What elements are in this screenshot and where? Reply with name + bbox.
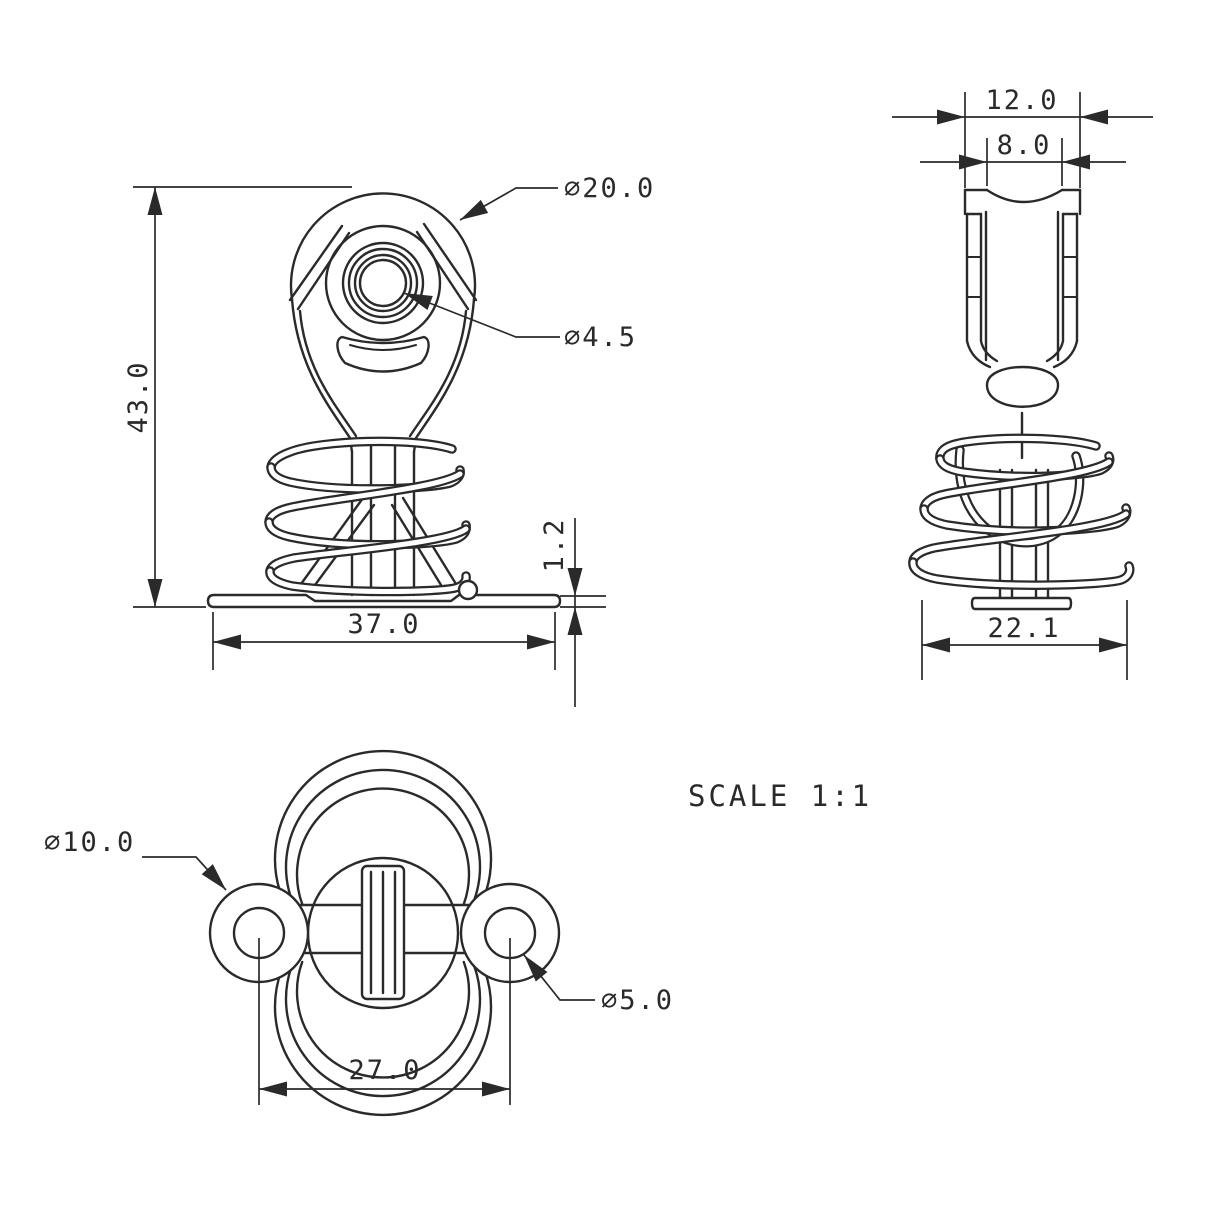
top-left-lug bbox=[208, 882, 310, 984]
dim-label-top-lug-diameter: ∅10.0 bbox=[44, 827, 135, 858]
dim-front-height: 43.0 bbox=[123, 186, 352, 608]
front-smile-cutout bbox=[336, 335, 430, 373]
scale-label: SCALE 1:1 bbox=[688, 779, 872, 813]
front-base-plate bbox=[206, 593, 562, 609]
side-view bbox=[913, 188, 1130, 611]
front-sheave-and-bearing bbox=[324, 224, 442, 373]
top-view bbox=[208, 749, 561, 1117]
front-spring bbox=[269, 441, 479, 601]
dim-side-outer-width: 12.0 bbox=[892, 85, 1153, 188]
leader-front-sheave-diameter: ∅20.0 bbox=[456, 173, 655, 227]
top-center-bar bbox=[360, 864, 406, 1001]
leader-top-lug-diameter: ∅10.0 bbox=[44, 827, 232, 896]
dim-label-front-height: 43.0 bbox=[123, 360, 154, 433]
front-shank bbox=[350, 438, 416, 597]
dim-top-hole-spacing: 27.0 bbox=[258, 938, 511, 1105]
dim-label-front-sheave-diameter: ∅20.0 bbox=[564, 173, 655, 204]
dim-side-spring-diameter: 22.1 bbox=[921, 600, 1128, 680]
front-spring-wire-end bbox=[457, 579, 479, 601]
side-straps bbox=[965, 212, 1079, 369]
leader-front-bore-diameter: ∅4.5 bbox=[401, 285, 637, 353]
leader-top-lug-hole-diameter: ∅5.0 bbox=[518, 950, 674, 1016]
side-sheave-bottom bbox=[985, 365, 1060, 408]
dim-front-base-width: 37.0 bbox=[212, 609, 556, 670]
side-spring-coils bbox=[913, 438, 1130, 585]
dim-front-plate-thickness: 1.2 bbox=[539, 518, 606, 707]
side-base-plate bbox=[970, 596, 1073, 611]
dim-label-top-hole-spacing: 27.0 bbox=[348, 1055, 421, 1086]
dim-side-groove-width: 8.0 bbox=[920, 130, 1126, 186]
dim-label-top-lug-hole-diameter: ∅5.0 bbox=[601, 985, 674, 1016]
dim-label-side-spring-diameter: 22.1 bbox=[987, 613, 1060, 644]
top-right-lug bbox=[459, 882, 561, 984]
side-sheave-top bbox=[963, 188, 1082, 362]
dim-label-side-groove-width: 8.0 bbox=[997, 130, 1052, 161]
dim-label-side-outer-width: 12.0 bbox=[985, 85, 1058, 116]
front-housing-outline bbox=[288, 192, 478, 454]
dim-label-front-plate-thickness: 1.2 bbox=[539, 518, 570, 573]
dim-label-front-bore-diameter: ∅4.5 bbox=[564, 322, 637, 353]
dim-label-front-base-width: 37.0 bbox=[347, 609, 420, 640]
front-view bbox=[206, 192, 562, 609]
